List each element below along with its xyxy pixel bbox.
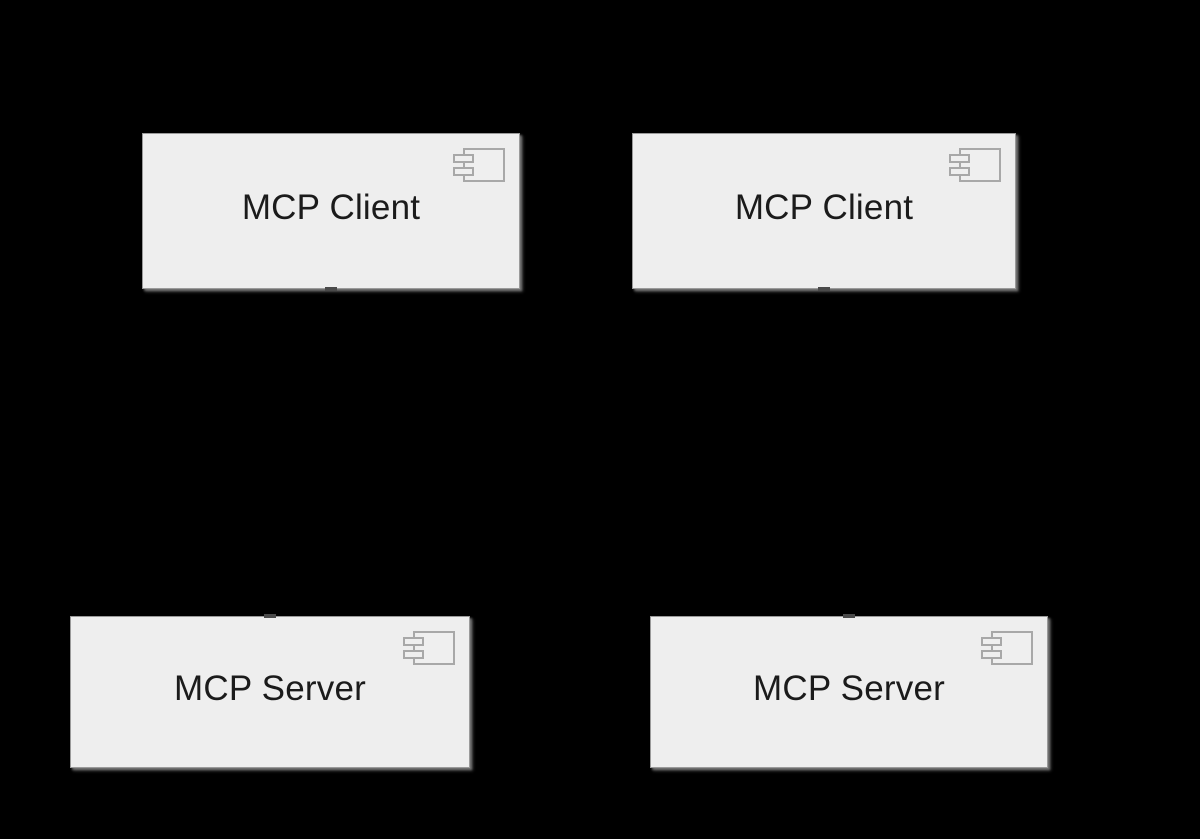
connector-stub: [325, 287, 337, 291]
uml-component-icon-tab-bottom: [403, 650, 424, 659]
component-label: MCP Client: [734, 187, 914, 227]
uml-component-icon-body: [413, 631, 455, 665]
uml-component-icon-tab-top: [453, 154, 474, 163]
component-mcp-server-2[interactable]: MCP Server: [650, 614, 1048, 768]
component-label: MCP Server: [174, 668, 366, 708]
component-label: MCP Server: [753, 668, 945, 708]
connector-stub: [818, 287, 830, 291]
uml-component-icon-tab-top: [981, 637, 1002, 646]
uml-component-icon-body: [991, 631, 1033, 665]
component-mcp-client-1[interactable]: MCP Client: [142, 133, 520, 291]
uml-component-icon: [981, 631, 1033, 665]
component-mcp-client-2[interactable]: MCP Client: [632, 133, 1016, 291]
uml-component-icon-tab-bottom: [949, 167, 970, 176]
uml-component-icon-tab-bottom: [981, 650, 1002, 659]
uml-component-icon: [403, 631, 455, 665]
uml-component-icon-tab-top: [949, 154, 970, 163]
uml-component-icon-tab-top: [403, 637, 424, 646]
component-mcp-server-1[interactable]: MCP Server: [70, 614, 470, 768]
component-label: MCP Client: [241, 187, 421, 227]
connector-stub: [843, 614, 855, 618]
uml-component-icon: [949, 148, 1001, 182]
uml-component-icon: [453, 148, 505, 182]
connector-stub: [264, 614, 276, 618]
uml-component-icon-tab-bottom: [453, 167, 474, 176]
uml-component-icon-body: [959, 148, 1001, 182]
uml-component-icon-body: [463, 148, 505, 182]
